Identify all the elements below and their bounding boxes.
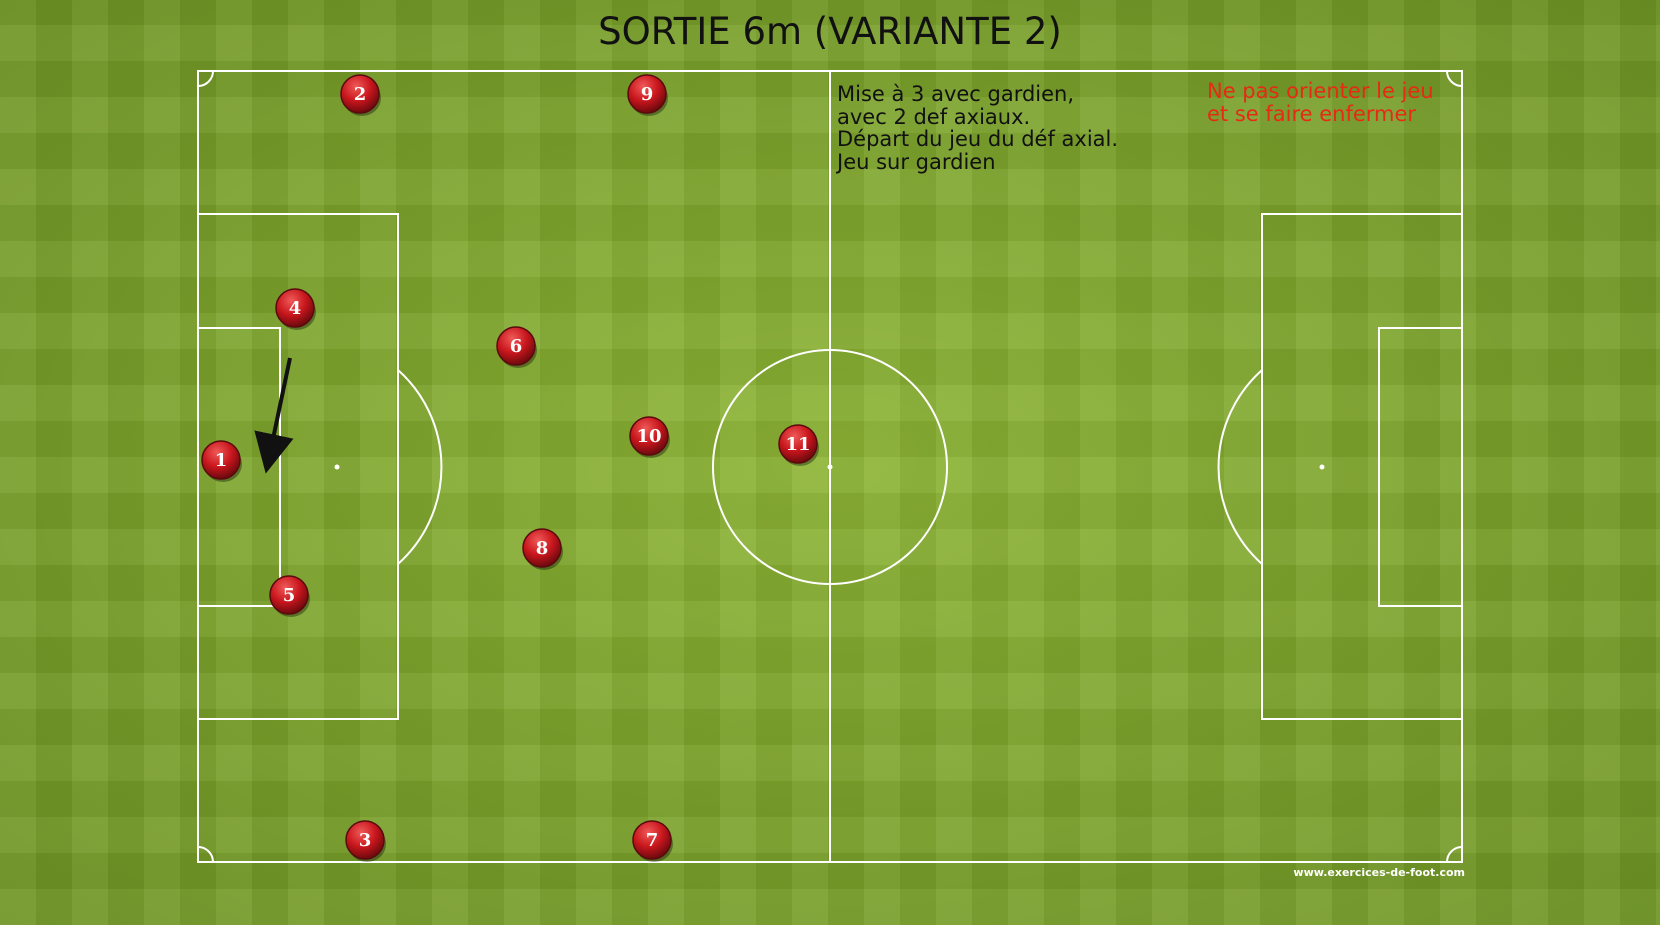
player-1: 1 xyxy=(201,440,242,482)
center-circle xyxy=(712,349,948,585)
players: 1 2 3 4 5 6 7 8 9 10 11 xyxy=(201,74,819,862)
right-penalty-spot xyxy=(1319,464,1325,470)
right-penalty-area xyxy=(1261,213,1463,720)
player-token xyxy=(522,528,562,568)
pitch-lines xyxy=(197,70,1463,863)
right-goal-area xyxy=(1378,327,1463,607)
player-token xyxy=(632,820,672,860)
left-penalty-arc xyxy=(397,369,443,565)
player-number: 5 xyxy=(283,585,296,606)
player-5: 5 xyxy=(269,575,310,617)
player-number: 2 xyxy=(354,84,367,105)
player-token xyxy=(269,575,309,615)
right-penalty-arc xyxy=(1217,369,1263,565)
player-number: 1 xyxy=(215,450,228,471)
player-token xyxy=(201,440,241,480)
player-2: 2 xyxy=(340,74,381,116)
player-6: 6 xyxy=(496,326,537,368)
diagram-title: SORTIE 6m (VARIANTE 2) xyxy=(598,10,1062,53)
pass-arrow-group xyxy=(254,357,294,474)
website-watermark: www.exercices-de-foot.com xyxy=(1293,866,1465,879)
player-8: 8 xyxy=(522,528,563,570)
player-11: 11 xyxy=(778,424,819,466)
pass-arrow xyxy=(254,357,294,474)
instruction-note: Mise à 3 avec gardien, avec 2 def axiaux… xyxy=(837,82,1119,174)
player-token xyxy=(629,416,669,456)
player-token xyxy=(340,74,380,114)
player-number: 11 xyxy=(785,434,810,455)
corner-arc-bottom-left xyxy=(197,846,214,863)
player-9: 9 xyxy=(627,74,668,116)
player-token xyxy=(275,288,315,328)
center-spot xyxy=(827,464,833,470)
player-number: 4 xyxy=(289,298,302,319)
left-penalty-spot xyxy=(334,464,340,470)
player-number: 10 xyxy=(636,426,661,447)
player-number: 7 xyxy=(646,830,659,851)
player-3: 3 xyxy=(345,820,386,862)
corner-arc-bottom-right xyxy=(1446,846,1463,863)
player-token xyxy=(496,326,536,366)
corner-arc-top-left xyxy=(197,70,214,87)
corner-arc-top-right xyxy=(1446,70,1463,87)
player-number: 6 xyxy=(510,336,523,357)
player-token xyxy=(627,74,667,114)
warning-note: Ne pas orienter le jeu et se faire enfer… xyxy=(1207,79,1434,126)
player-7: 7 xyxy=(632,820,673,862)
player-token xyxy=(345,820,385,860)
player-10: 10 xyxy=(629,416,670,458)
player-number: 3 xyxy=(359,830,372,851)
player-number: 8 xyxy=(536,538,549,559)
player-4: 4 xyxy=(275,288,316,330)
player-number: 9 xyxy=(641,84,654,105)
player-token xyxy=(778,424,818,464)
